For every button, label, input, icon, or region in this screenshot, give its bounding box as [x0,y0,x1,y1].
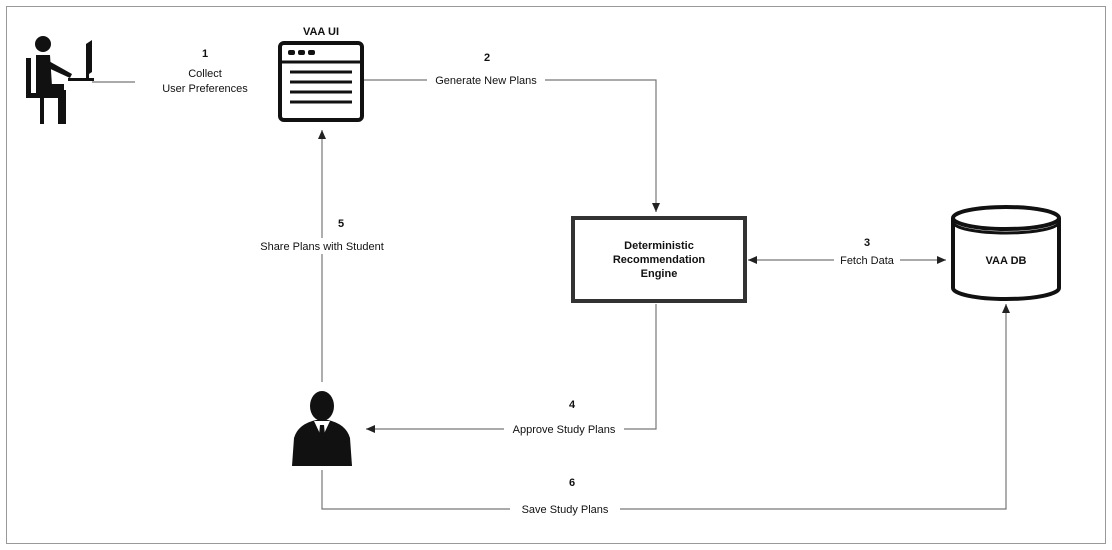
step-4: 4 Approve Study Plans [504,399,624,437]
diagram-border [6,6,1106,544]
step-6-label: Save Study Plans [522,504,609,516]
student-at-computer-icon [26,36,94,124]
vaa-db-node: VAA DB [951,205,1061,301]
recommendation-engine-node: Deterministic Recommendation Engine [571,216,747,303]
step-1-number: 1 [202,48,208,60]
step-5-number: 5 [338,218,344,230]
step-3: 3 Fetch Data [834,237,900,268]
edge-save-plans [321,304,1010,510]
edge-approve-plans [366,304,657,433]
vaa-ui-node: VAA UI [278,26,364,122]
step-6-number: 6 [569,477,575,489]
step-5: 5 Share Plans with Student [244,218,400,254]
engine-label-line-1: Deterministic [624,240,694,252]
step-1-label-line-1: Collect [188,68,222,80]
step-4-number: 4 [569,399,576,411]
advisor-businessman-icon [292,391,352,466]
step-5-label: Share Plans with Student [260,241,384,253]
edge-generate-plans [362,79,660,212]
engine-label-line-3: Engine [641,268,678,280]
step-4-label: Approve Study Plans [513,424,616,436]
step-2-number: 2 [484,52,490,64]
step-2: 2 Generate New Plans [427,52,545,88]
engine-label-line-2: Recommendation [613,254,706,266]
database-cylinder-icon [951,205,1061,301]
step-3-label: Fetch Data [840,255,895,267]
step-3-number: 3 [864,237,870,249]
vaa-db-label: VAA DB [986,255,1027,267]
step-1-label-line-2: User Preferences [162,83,248,95]
step-2-label: Generate New Plans [435,75,537,87]
step-6: 6 Save Study Plans [510,477,620,517]
step-1: 1 Collect User Preferences [135,48,275,97]
vaa-ui-title: VAA UI [303,26,339,38]
browser-window-icon [278,41,364,122]
